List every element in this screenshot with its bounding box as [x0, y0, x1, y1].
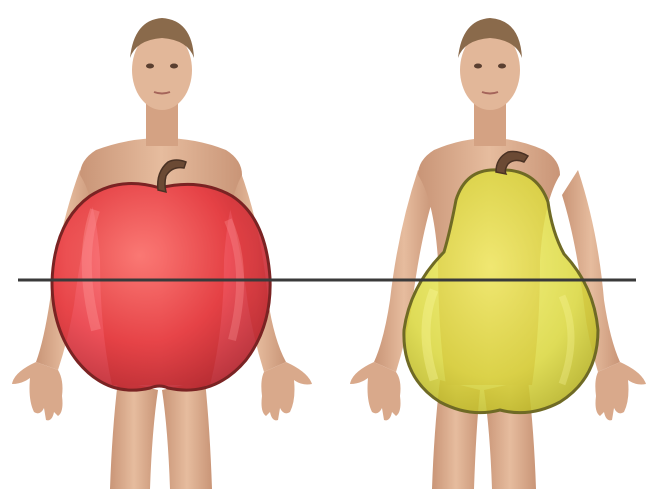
- right-eye: [170, 64, 178, 69]
- left-eye: [474, 64, 482, 69]
- right-eye: [498, 64, 506, 69]
- left-eye: [146, 64, 154, 69]
- right-leg: [162, 380, 212, 489]
